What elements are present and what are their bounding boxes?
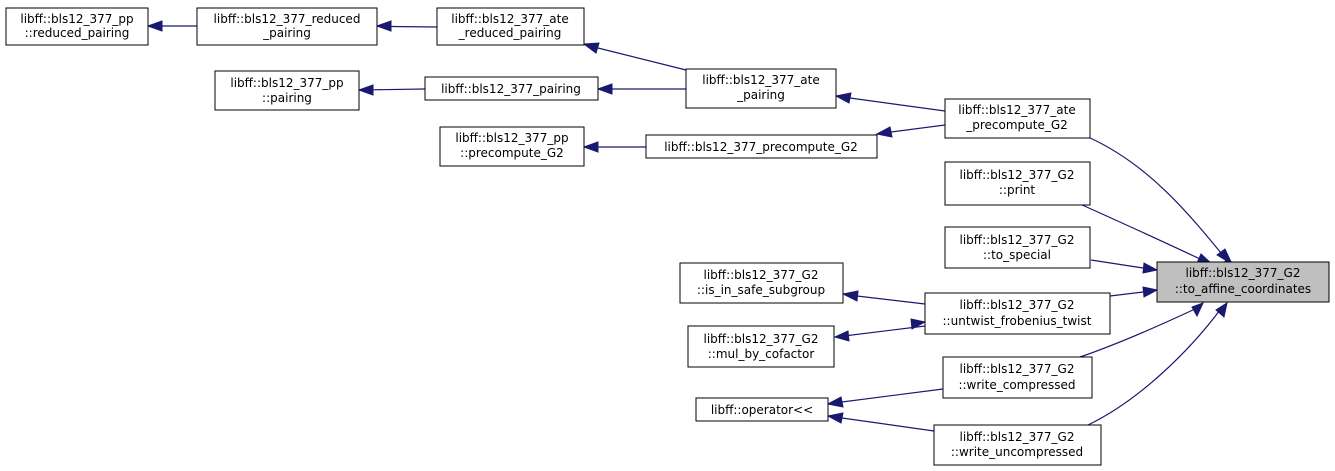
edge-ate-precompute-to-precompute-g2 [875, 124, 946, 138]
node-label-line1: libff::bls12_377_G2 [960, 233, 1075, 247]
edge-to-affine-to-ate-precompute [1087, 136, 1234, 267]
edge-untwist-to-mul-by-cofactor [833, 318, 927, 342]
node-ate-pairing[interactable]: libff::bls12_377_ate _pairing [685, 68, 837, 109]
node-ate-reduced-pairing[interactable]: libff::bls12_377_ate _reduced_pairing [436, 7, 585, 46]
node-label-line1: libff::bls12_377_pairing [441, 82, 581, 96]
edge-ate-precompute-to-ate-pairing [834, 92, 946, 112]
node-label-line1: libff::bls12_377_ate [702, 73, 819, 87]
node-label-line2: ::untwist_frobenius_twist [943, 314, 1092, 328]
node-label-line1: libff::bls12_377_G2 [960, 430, 1075, 444]
node-g2-to-special[interactable]: libff::bls12_377_G2 ::to_special [944, 226, 1091, 269]
node-label-line1: libff::bls12_377_ate [958, 103, 1075, 117]
node-g2-untwist-frobenius-twist[interactable]: libff::bls12_377_G2 ::untwist_frobenius_… [924, 292, 1111, 335]
node-precompute-g2[interactable]: libff::bls12_377_precompute_G2 [645, 134, 878, 159]
node-label-line2: _reduced_pairing [458, 26, 562, 40]
node-g2-is-in-safe-subgroup[interactable]: libff::bls12_377_G2 ::is_in_safe_subgrou… [679, 262, 844, 304]
edge-to-affine-to-write-uncompressed [1087, 301, 1228, 426]
node-label-line1: libff::bls12_377_G2 [960, 168, 1075, 182]
edge-to-affine-to-write-compressed [1079, 302, 1204, 358]
edge-untwist-to-is-in-safe-subgroup [841, 290, 926, 305]
node-label-line1: libff::bls12_377_pp [455, 131, 568, 145]
node-label-line1: libff::bls12_377_G2 [960, 298, 1075, 312]
edge-to-affine-to-print [1079, 203, 1214, 265]
node-ate-precompute-g2[interactable]: libff::bls12_377_ate _precompute_G2 [944, 98, 1091, 139]
node-label-line2: _pairing [262, 26, 311, 40]
node-label-line2: ::write_compressed [958, 378, 1075, 392]
node-pp-reduced-pairing[interactable]: libff::bls12_377_pp ::reduced_pairing [5, 7, 149, 46]
node-label-line2: ::to_special [983, 248, 1051, 262]
node-label-line1: libff::bls12_377_pp [20, 12, 133, 26]
node-reduced-pairing[interactable]: libff::bls12_377_reduced _pairing [196, 7, 378, 46]
node-label-line2: ::pairing [262, 91, 312, 105]
node-g2-print[interactable]: libff::bls12_377_G2 ::print [944, 161, 1091, 206]
node-label-line1: libff::bls12_377_G2 [704, 268, 819, 282]
call-graph-nodes: libff::bls12_377_pp ::reduced_pairing li… [5, 7, 1330, 466]
edge-to-affine-to-to-special [1090, 259, 1159, 274]
node-label-line2: ::precompute_G2 [460, 146, 564, 160]
edge-precompute-g2-to-pp-precompute-g2 [582, 141, 646, 153]
node-label-line1: libff::bls12_377_reduced [214, 12, 361, 26]
node-label-line2: _pairing [736, 88, 785, 102]
node-pp-pairing[interactable]: libff::bls12_377_pp ::pairing [214, 70, 360, 111]
node-label-line1: libff::bls12_377_precompute_G2 [664, 140, 858, 154]
edge-pairing-to-pp-pairing [357, 84, 426, 96]
node-label-line2: ::is_in_safe_subgroup [697, 283, 825, 297]
edge-ate-reduced-pairing-to-reduced-pairing [375, 20, 438, 32]
node-g2-write-compressed[interactable]: libff::bls12_377_G2 ::write_compressed [942, 356, 1093, 399]
node-label-line1: libff::bls12_377_ate [451, 12, 568, 26]
edge-ate-pairing-to-ate-reduced-pairing [582, 42, 687, 71]
edge-ate-pairing-to-pairing [596, 83, 686, 95]
node-label-line2: ::to_affine_coordinates [1175, 282, 1311, 296]
node-label-line2: ::mul_by_cofactor [708, 347, 815, 361]
node-label-line2: ::print [999, 183, 1036, 197]
node-pairing[interactable]: libff::bls12_377_pairing [424, 76, 599, 101]
call-graph-edges [146, 20, 1234, 432]
node-label-line2: ::write_uncompressed [951, 445, 1083, 459]
node-label-line1: libff::bls12_377_G2 [1186, 266, 1301, 280]
node-operator-stream[interactable]: libff::operator<< [695, 397, 829, 422]
node-label-line1: libff::bls12_377_pp [230, 76, 343, 90]
node-g2-to-affine-coordinates[interactable]: libff::bls12_377_G2 ::to_affine_coordina… [1156, 261, 1330, 303]
node-g2-write-uncompressed[interactable]: libff::bls12_377_G2 ::write_uncompressed [933, 424, 1102, 466]
edge-to-affine-to-untwist [1109, 286, 1159, 298]
node-label-line1: libff::bls12_377_G2 [704, 332, 819, 346]
node-label-line1: libff::operator<< [711, 403, 813, 417]
node-label-line1: libff::bls12_377_G2 [960, 362, 1075, 376]
edge-operator-to-write-compressed [826, 388, 944, 408]
node-g2-mul-by-cofactor[interactable]: libff::bls12_377_G2 ::mul_by_cofactor [687, 325, 835, 368]
edge-operator-to-write-uncompressed [826, 412, 935, 432]
edge-reduced-pairing-to-pp-reduced-pairing [146, 20, 197, 32]
node-label-line2: ::reduced_pairing [25, 26, 130, 40]
node-pp-precompute-g2[interactable]: libff::bls12_377_pp ::precompute_G2 [439, 126, 585, 167]
node-label-line2: _precompute_G2 [965, 118, 1068, 132]
